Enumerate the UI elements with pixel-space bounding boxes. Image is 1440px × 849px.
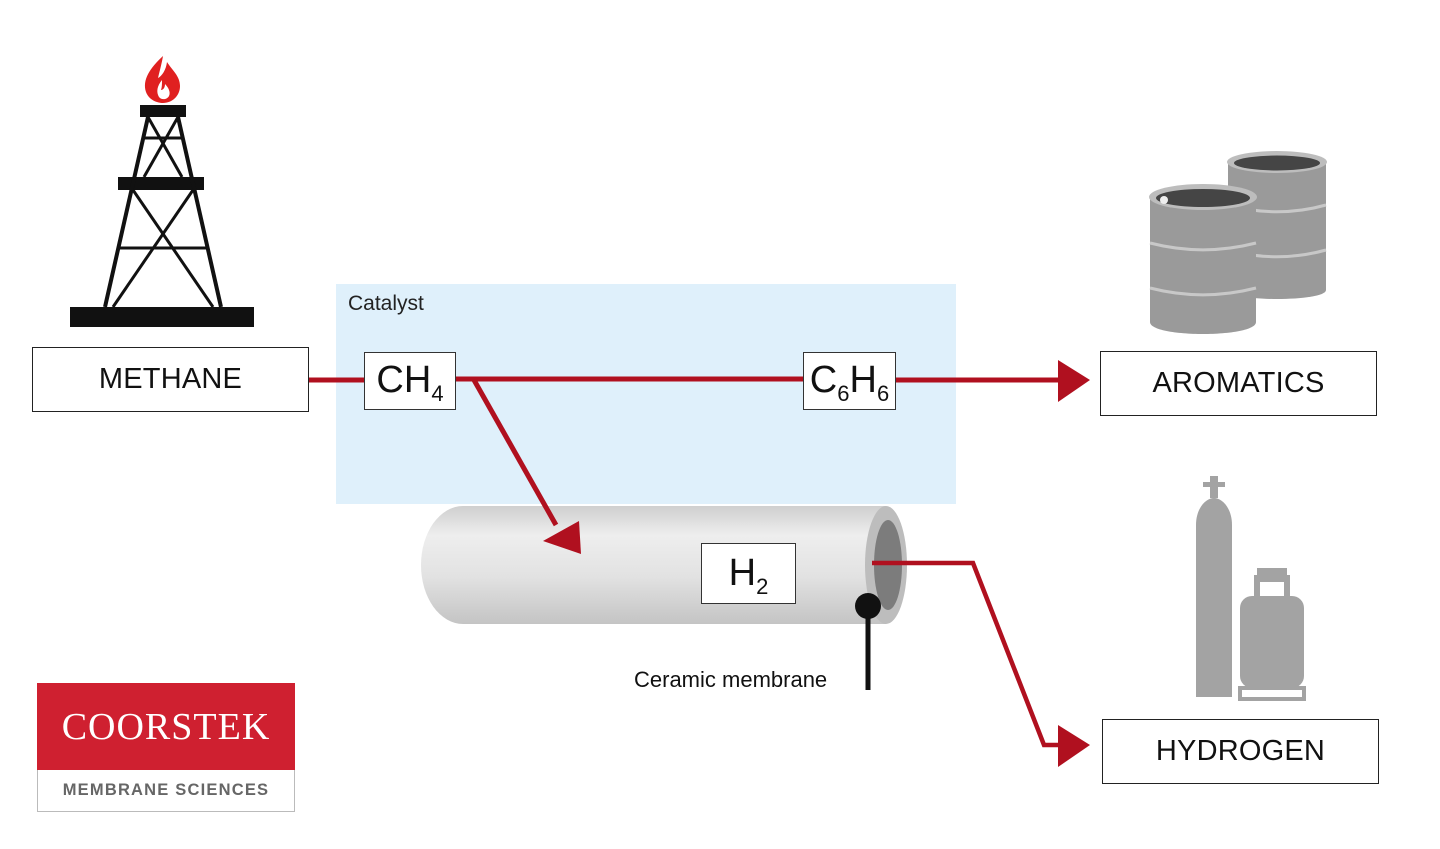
gas-cylinders-icon (1196, 476, 1306, 701)
oil-barrels-icon (1149, 151, 1327, 334)
ceramic-membrane-tube (421, 506, 907, 624)
flame-icon (144, 56, 180, 103)
oil-derrick-icon (70, 105, 254, 327)
hydrogen-box: HYDROGEN (1102, 719, 1379, 784)
logo-wordmark: COORSTEK (61, 705, 271, 748)
aromatics-box: AROMATICS (1100, 351, 1377, 416)
flow-arrows (309, 360, 1090, 767)
ceramic-membrane-label: Ceramic membrane (634, 667, 828, 692)
catalyst-label: Catalyst (348, 292, 424, 315)
hydrogen-label: HYDROGEN (1155, 735, 1326, 767)
methane-box: METHANE (32, 347, 309, 412)
membrane-pointer-dot (855, 593, 881, 619)
logo-tagline: MEMBRANE SCIENCES (37, 770, 295, 812)
coorstek-logo: COORSTEK (37, 683, 295, 770)
methane-label: METHANE (98, 363, 243, 395)
aromatics-label: AROMATICS (1152, 367, 1325, 399)
